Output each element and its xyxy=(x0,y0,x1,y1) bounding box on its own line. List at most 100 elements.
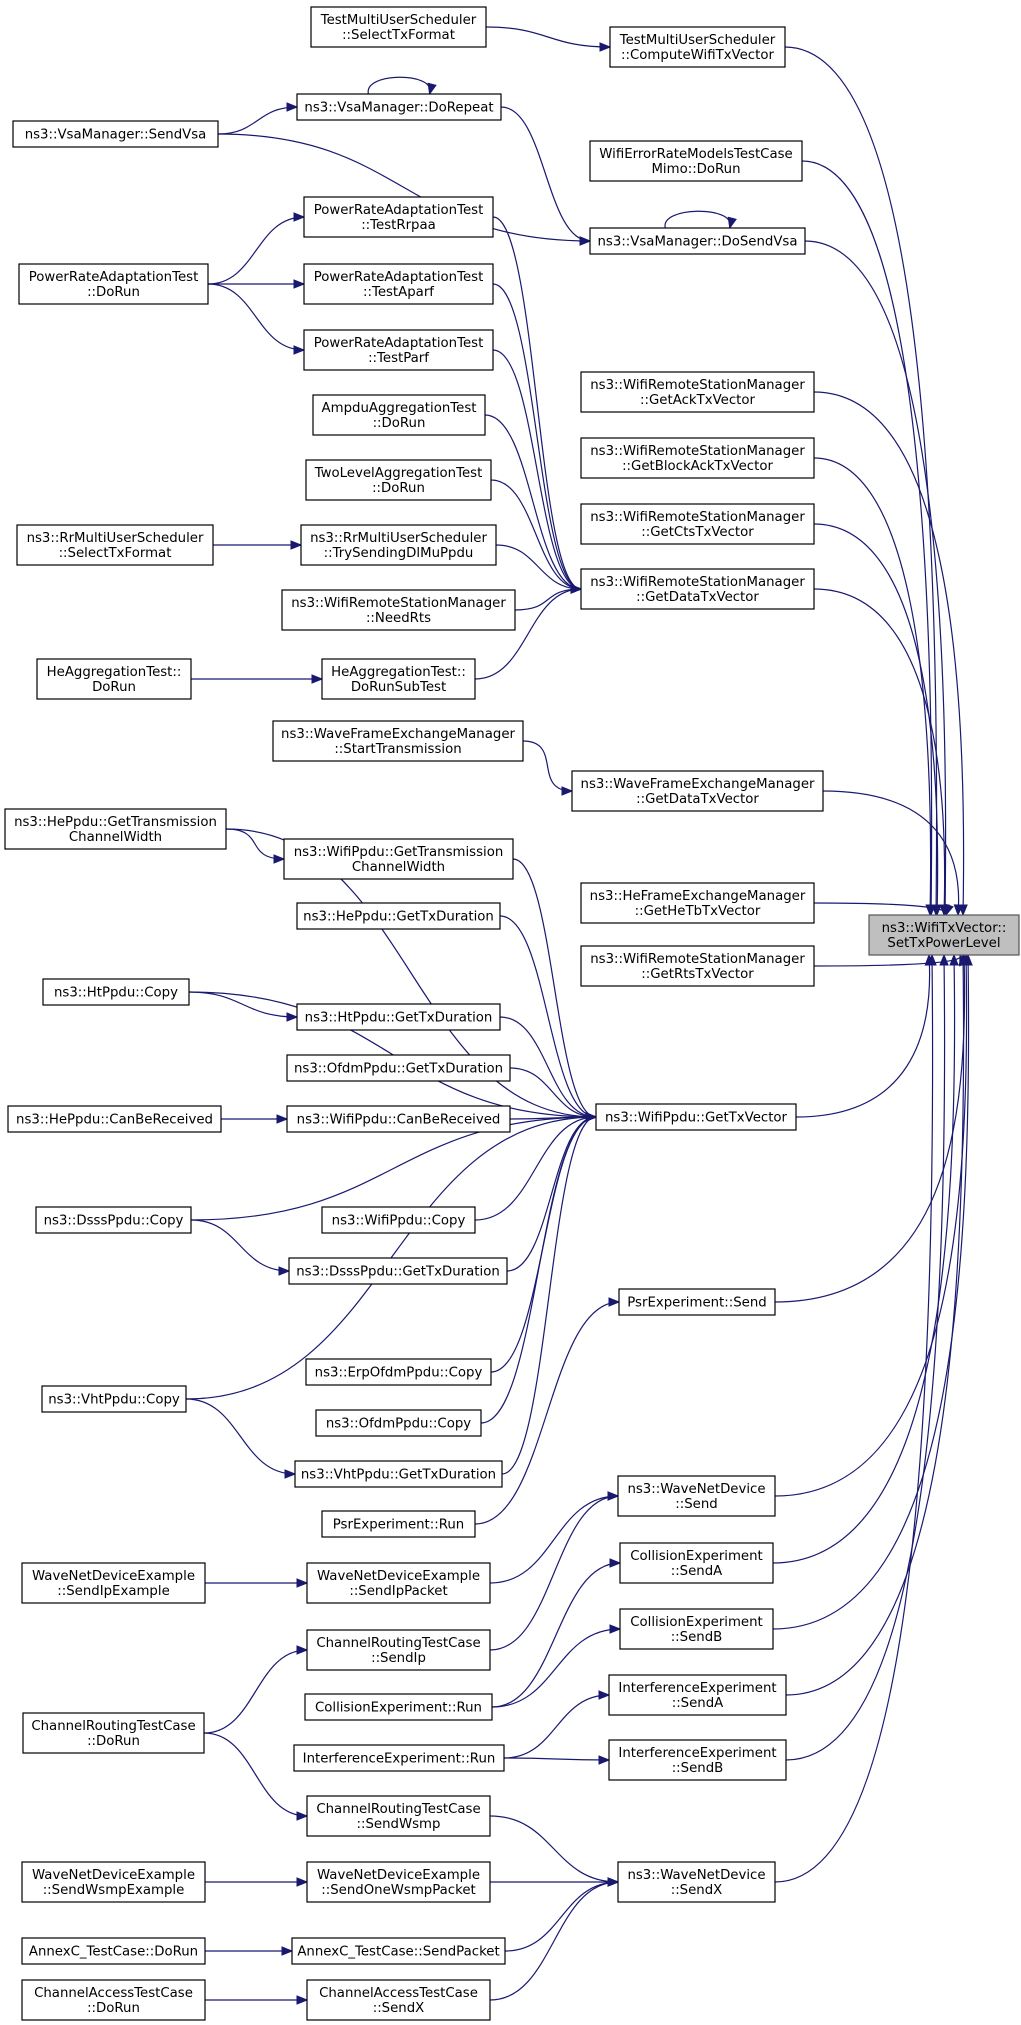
function-node-heppdu-dur[interactable]: ns3::HePpdu::GetTxDuration xyxy=(296,902,501,930)
node-label: ::SendB xyxy=(671,1630,723,1645)
node-label: ::DoRun xyxy=(87,285,140,300)
edge-heagg-sub-to-getdata xyxy=(474,584,583,680)
edge-int-sendb-to-root xyxy=(785,953,949,1761)
edge-int-senda-to-root xyxy=(785,953,968,1696)
edge-crt-sendip-to-wave-send xyxy=(489,1491,620,1651)
function-node-wnde-onewsmp[interactable]: WaveNetDeviceExample::SendOneWsmpPacket xyxy=(306,1861,491,1903)
function-node-crt-sendip[interactable]: ChannelRoutingTestCase::SendIp xyxy=(306,1629,491,1671)
node-label: ns3::ErpOfdmPpdu::Copy xyxy=(315,1366,483,1381)
function-node-coll-run[interactable]: CollisionExperiment::Run xyxy=(304,1693,493,1721)
function-node-dorepeat[interactable]: ns3::VsaManager::DoRepeat xyxy=(296,93,502,121)
function-node-coll-senda[interactable]: CollisionExperiment::SendA xyxy=(619,1542,774,1584)
function-node-getack[interactable]: ns3::WifiRemoteStationManager::GetAckTxV… xyxy=(580,371,815,413)
function-node-psr-send[interactable]: PsrExperiment::Send xyxy=(618,1288,776,1316)
node-box xyxy=(22,1712,205,1754)
function-node-he-tb[interactable]: ns3::HeFrameExchangeManager::GetHeTbTxVe… xyxy=(580,882,815,924)
node-label: ::SendB xyxy=(672,1761,724,1776)
function-node-twolevel[interactable]: TwoLevelAggregationTest::DoRun xyxy=(305,459,492,501)
function-node-wnde-wsmpex[interactable]: WaveNetDeviceExample::SendWsmpExample xyxy=(21,1861,206,1903)
function-node-int-sendb[interactable]: InterferenceExperiment::SendB xyxy=(608,1739,787,1781)
function-node-vht-dur[interactable]: ns3::VhtPpdu::GetTxDuration xyxy=(294,1460,503,1488)
function-node-wave-getdata[interactable]: ns3::WaveFrameExchangeManager::GetDataTx… xyxy=(571,770,824,812)
function-node-compute[interactable]: TestMultiUserScheduler::ComputeWifiTxVec… xyxy=(609,26,786,68)
function-node-getblockack[interactable]: ns3::WifiRemoteStationManager::GetBlockA… xyxy=(580,437,815,479)
function-node-dosendvsa[interactable]: ns3::VsaManager::DoSendVsa xyxy=(589,227,806,255)
function-node-wifippdu-gtcw[interactable]: ns3::WifiPpdu::GetTransmissionChannelWid… xyxy=(283,838,514,880)
node-label: ::SendWsmp xyxy=(357,1817,441,1832)
function-node-crt-wsmp[interactable]: ChannelRoutingTestCase::SendWsmp xyxy=(306,1795,491,1837)
function-node-cat-sendx[interactable]: ChannelAccessTestCase::SendX xyxy=(306,1979,491,2021)
function-node-needrts[interactable]: ns3::WifiRemoteStationManager::NeedRts xyxy=(281,589,516,631)
function-node-wnde-sendip[interactable]: WaveNetDeviceExample::SendIpExample xyxy=(21,1562,206,1604)
node-box xyxy=(304,1693,493,1721)
function-node-wnde-ippacket[interactable]: WaveNetDeviceExample::SendIpPacket xyxy=(306,1562,491,1604)
function-node-ofdm-copy[interactable]: ns3::OfdmPpdu::Copy xyxy=(315,1409,482,1437)
function-node-pra-dorun[interactable]: PowerRateAdaptationTest::DoRun xyxy=(18,263,209,305)
node-label: ::DoRun xyxy=(372,481,425,496)
function-node-getcts[interactable]: ns3::WifiRemoteStationManager::GetCtsTxV… xyxy=(580,503,815,545)
function-node-heagg-sub[interactable]: HeAggregationTest::DoRunSubTest xyxy=(321,658,476,700)
function-node-gettxvector[interactable]: ns3::WifiPpdu::GetTxVector xyxy=(595,1103,797,1131)
edge-wave-send-to-root xyxy=(774,953,971,1497)
function-node-sel-fmt[interactable]: TestMultiUserScheduler::SelectTxFormat xyxy=(310,6,487,48)
node-label: ns3::VhtPpdu::GetTxDuration xyxy=(301,1468,496,1483)
function-node-coll-sendb[interactable]: CollisionExperiment::SendB xyxy=(619,1608,774,1650)
edge-getcts-to-root xyxy=(813,523,942,917)
node-label: PowerRateAdaptationTest xyxy=(29,270,199,285)
function-node-annexc-send[interactable]: AnnexC_TestCase::SendPacket xyxy=(291,1937,506,1965)
function-node-he-cbr[interactable]: ns3::HePpdu::CanBeReceived xyxy=(7,1105,222,1133)
node-label: ::GetAckTxVector xyxy=(640,393,755,408)
node-label: ns3::WifiPpdu::Copy xyxy=(332,1214,466,1229)
function-node-vht-copy[interactable]: ns3::VhtPpdu::Copy xyxy=(41,1385,187,1413)
function-node-sendvsa[interactable]: ns3::VsaManager::SendVsa xyxy=(12,120,219,148)
node-label: ns3::WifiPpdu::GetTxVector xyxy=(605,1111,788,1126)
function-node-heagg-run[interactable]: HeAggregationTest::DoRun xyxy=(36,658,192,700)
function-node-annexc-dorun[interactable]: AnnexC_TestCase::DoRun xyxy=(21,1937,206,1965)
node-label: ::SendOneWsmpPacket xyxy=(321,1883,476,1898)
function-node-ofdm-dur[interactable]: ns3::OfdmPpdu::GetTxDuration xyxy=(286,1054,511,1082)
function-node-int-run[interactable]: InterferenceExperiment::Run xyxy=(293,1744,505,1772)
function-node-wave-sendx[interactable]: ns3::WaveNetDevice::SendX xyxy=(617,1861,776,1903)
function-node-rrpaa[interactable]: PowerRateAdaptationTest::TestRrpaa xyxy=(303,196,494,238)
node-box xyxy=(580,503,815,545)
node-label: ns3::WifiRemoteStationManager xyxy=(291,596,506,611)
node-label: ::StartTransmission xyxy=(334,742,461,757)
function-node-int-senda[interactable]: InterferenceExperiment::SendA xyxy=(608,1674,787,1716)
node-box xyxy=(608,1674,787,1716)
edge-cat-dorun-to-cat-sendx xyxy=(204,1995,309,2005)
function-node-psr-run[interactable]: PsrExperiment::Run xyxy=(321,1510,476,1538)
function-node-getdata[interactable]: ns3::WifiRemoteStationManager::GetDataTx… xyxy=(580,568,815,610)
function-node-dsss-copy[interactable]: ns3::DsssPpdu::Copy xyxy=(35,1206,192,1234)
edge-pra-dorun-to-aparf xyxy=(208,279,306,289)
function-node-wifi-cbr[interactable]: ns3::WifiPpdu::CanBeReceived xyxy=(286,1105,511,1133)
function-node-getrts[interactable]: ns3::WifiRemoteStationManager::GetRtsTxV… xyxy=(580,945,815,987)
edge-heagg-run-to-heagg-sub xyxy=(191,674,324,684)
function-node-cat-dorun[interactable]: ChannelAccessTestCase::DoRun xyxy=(21,1979,206,2021)
root-function-node[interactable]: ns3::WifiTxVector::SetTxPowerLevel xyxy=(868,914,1020,956)
node-label: WaveNetDeviceExample xyxy=(317,1569,480,1584)
function-node-parf[interactable]: PowerRateAdaptationTest::TestParf xyxy=(303,329,494,371)
call-edges xyxy=(185,26,973,2005)
edge-dsss-copy-to-dsss-dur xyxy=(190,1219,291,1276)
edge-int-run-to-int-sendb xyxy=(503,1755,611,1765)
function-node-crt-dorun[interactable]: ChannelRoutingTestCase::DoRun xyxy=(22,1712,205,1754)
function-node-erp-copy[interactable]: ns3::ErpOfdmPpdu::Copy xyxy=(305,1358,492,1386)
edge-wave-start-to-wave-getdata xyxy=(522,740,574,796)
node-label: ::SendIp xyxy=(371,1651,426,1666)
function-node-rr-try[interactable]: ns3::RrMultiUserScheduler::TrySendingDlM… xyxy=(300,524,497,566)
function-node-aparf[interactable]: PowerRateAdaptationTest::TestAparf xyxy=(303,263,494,305)
function-node-htppdu-copy[interactable]: ns3::HtPpdu::Copy xyxy=(42,978,190,1006)
edge-crt-wsmp-to-wave-sendx xyxy=(489,1815,620,1887)
function-node-dsss-dur[interactable]: ns3::DsssPpdu::GetTxDuration xyxy=(288,1257,508,1285)
function-node-wave-start[interactable]: ns3::WaveFrameExchangeManager::StartTran… xyxy=(272,720,524,762)
function-node-htppdu-dur[interactable]: ns3::HtPpdu::GetTxDuration xyxy=(296,1003,501,1031)
node-label: ::Send xyxy=(675,1497,717,1512)
function-node-wave-send[interactable]: ns3::WaveNetDevice::Send xyxy=(617,1475,776,1517)
node-box xyxy=(303,196,494,238)
node-box xyxy=(41,1385,187,1413)
function-node-rr-sel[interactable]: ns3::RrMultiUserScheduler::SelectTxForma… xyxy=(16,524,214,566)
function-node-wifi-copy[interactable]: ns3::WifiPpdu::Copy xyxy=(321,1206,476,1234)
function-node-ampdu[interactable]: AmpduAggregationTest::DoRun xyxy=(312,394,486,436)
